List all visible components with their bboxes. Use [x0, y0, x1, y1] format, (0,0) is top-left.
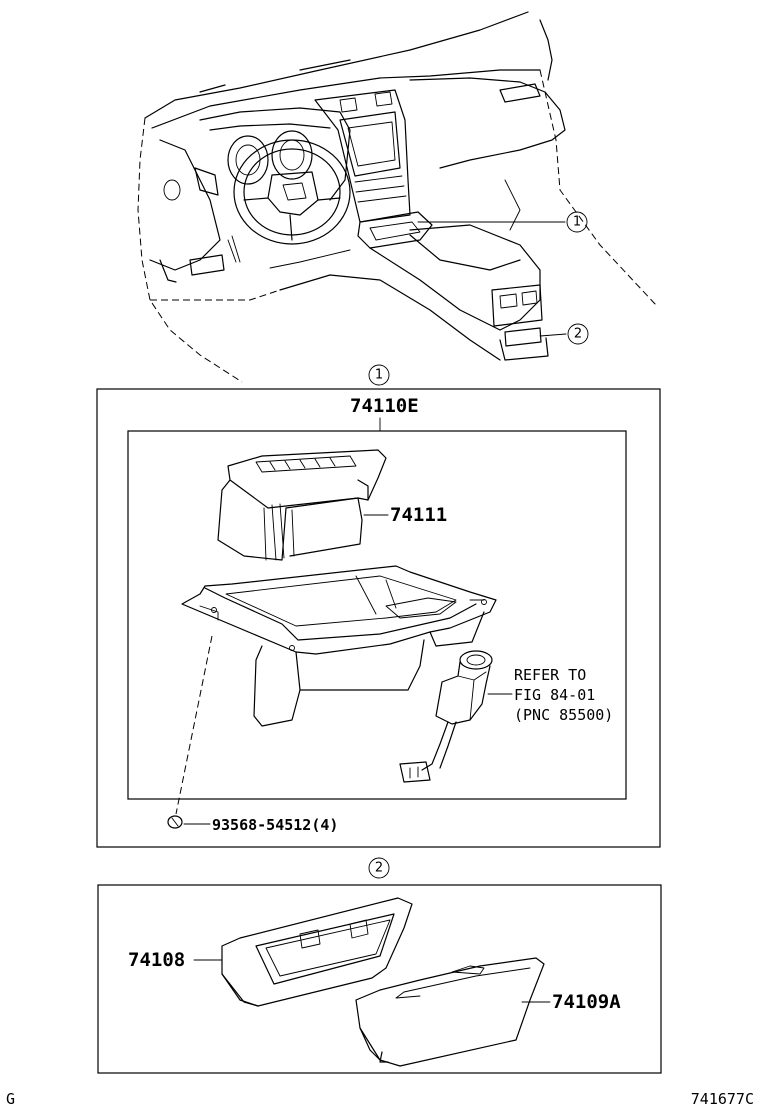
refer-label-line2: FIG 84-01 [514, 686, 595, 704]
callout-number: 2 [375, 861, 383, 876]
part-label-93568-54512: 93568-54512(4) [212, 816, 338, 834]
screw-dashed-path [175, 635, 213, 815]
callout-circle-1-overview: 1 [566, 211, 588, 233]
callout-number: 1 [375, 368, 383, 383]
tray-insert-drawing [217, 449, 387, 561]
rear-ashtray-drawing [355, 957, 545, 1067]
callout-number: 1 [573, 215, 581, 230]
figure-code: 741677C [691, 1090, 754, 1108]
screw-icon [167, 815, 183, 829]
part-label-74108: 74108 [128, 949, 185, 971]
rear-bezel-drawing [221, 897, 413, 1007]
part-label-74109A: 74109A [552, 991, 621, 1013]
leader-callout-2 [539, 333, 567, 337]
section-2-frame [97, 884, 662, 1074]
callout-circle-2-section: 2 [368, 857, 390, 879]
console-box-drawing [181, 565, 497, 727]
refer-label-line3: (PNC 85500) [514, 706, 613, 724]
assembly-frame [127, 430, 627, 800]
callout-number: 2 [574, 327, 582, 342]
part-label-74110E: 74110E [350, 395, 419, 417]
corner-label-left: G [6, 1090, 15, 1108]
refer-label-line1: REFER TO [514, 666, 586, 684]
car-interior-illustration [137, 11, 657, 383]
callout-circle-1-section: 1 [368, 364, 390, 386]
part-label-74111: 74111 [390, 504, 447, 526]
callout-circle-2-overview: 2 [567, 323, 589, 345]
lighter-socket-drawing [399, 650, 493, 783]
section-1-frame [96, 388, 661, 848]
